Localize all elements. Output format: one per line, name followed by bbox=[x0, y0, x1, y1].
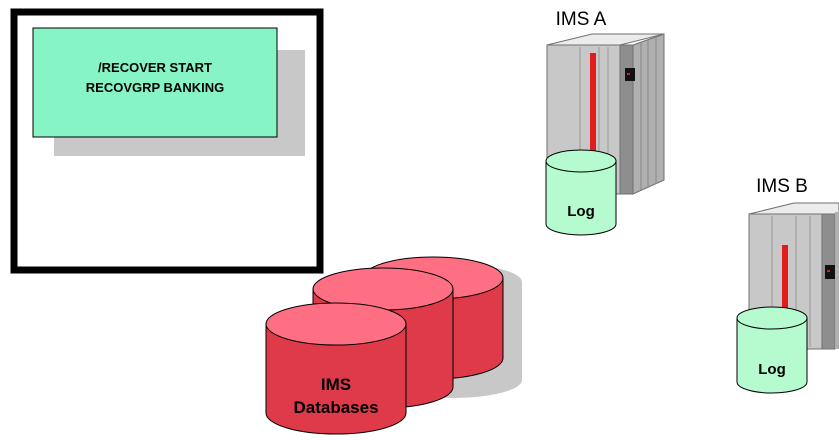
log-disk-icon: Log bbox=[545, 149, 617, 236]
ims-b-system: IMS B Log bbox=[736, 176, 839, 394]
databases-label-line-2: Databases bbox=[293, 398, 378, 417]
ims-databases: IMS Databases bbox=[265, 256, 522, 435]
command-line-2: RECOVGRP BANKING bbox=[86, 80, 224, 95]
databases-label-line-1: IMS bbox=[321, 375, 351, 394]
console-command-panel bbox=[32, 27, 278, 138]
command-line-1: /RECOVER START bbox=[98, 60, 212, 75]
ims-a-log-label: Log bbox=[567, 203, 595, 220]
ims-a-system: IMS A Log bbox=[545, 9, 665, 236]
log-disk-icon: Log bbox=[736, 306, 808, 394]
server-red-stripe bbox=[590, 53, 596, 176]
ims-a-label: IMS A bbox=[556, 9, 607, 30]
database-cylinder-icon: IMS Databases bbox=[265, 302, 407, 435]
server-red-stripe bbox=[782, 245, 788, 355]
ims-b-log-label: Log bbox=[758, 361, 786, 378]
ims-b-label: IMS B bbox=[756, 176, 808, 197]
terminal-console-icon: /RECOVER START RECOVGRP BANKING bbox=[10, 8, 324, 274]
